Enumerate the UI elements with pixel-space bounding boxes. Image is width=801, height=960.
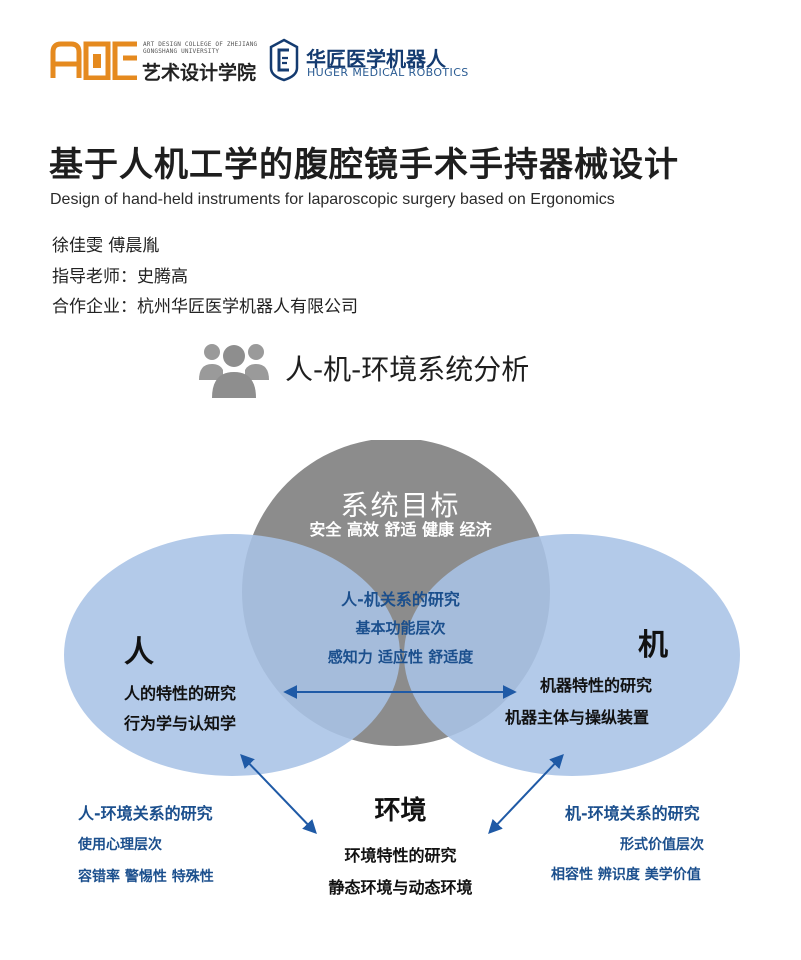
relation-arrows: [240, 685, 564, 835]
adc-logo-icon: [50, 41, 137, 80]
human-machine-line2: 感知力 适应性 舒适度: [327, 648, 474, 666]
huger-logo-icon: [269, 38, 299, 82]
arrow-human-environment: [240, 753, 317, 835]
company-english-name: HUGER MEDICAL ROBOTICS: [307, 66, 469, 79]
human-environment-title: 人-环境关系的研究: [78, 804, 213, 823]
section-title: 人-机-环境系统分析: [285, 353, 530, 386]
environment-line1: 环境特性的研究: [344, 846, 457, 865]
goal-subtitle: 安全 高效 舒适 健康 经济: [309, 520, 492, 539]
college-english-name: ART DESIGN COLLEGE OF ZHEJIANG GONGSHANG…: [143, 41, 258, 55]
machine-line2: 机器主体与操纵装置: [505, 708, 650, 727]
partner-company: 合作企业：杭州华匠医学机器人有限公司: [52, 297, 358, 317]
human-line1: 人的特性的研究: [124, 684, 237, 703]
environment-title: 环境: [374, 796, 427, 826]
page-subtitle-english: Design of hand-held instruments for lapa…: [50, 191, 615, 208]
human-machine-title: 人-机关系的研究: [341, 590, 460, 609]
machine-title: 机: [638, 628, 668, 663]
human-ellipse: [64, 534, 400, 776]
venn-diagram: [64, 440, 740, 776]
company-chinese-name: 华匠医学机器人: [306, 47, 446, 71]
advisor: 指导老师：史腾高: [52, 267, 188, 287]
human-environment-line2: 容错率 警惕性 特殊性: [78, 869, 214, 885]
authors: 徐佳雯 傅晨胤: [52, 236, 160, 256]
college-chinese-name: 艺术设计学院: [142, 62, 257, 84]
page-title: 基于人机工学的腹腔镜手术手持器械设计: [49, 145, 679, 185]
machine-environment-title: 机-环境关系的研究: [565, 804, 700, 823]
machine-ellipse: [404, 534, 740, 776]
people-group-icon: [199, 344, 269, 398]
machine-environment-line2: 相容性 辨识度 美学价值: [551, 867, 701, 883]
environment-line2: 静态环境与动态环境: [328, 878, 473, 897]
machine-environment-line1: 形式价值层次: [620, 837, 704, 853]
machine-line1: 机器特性的研究: [540, 676, 653, 695]
goal-title: 系统目标: [340, 489, 461, 522]
human-machine-line1: 基本功能层次: [355, 619, 446, 637]
human-line2: 行为学与认知学: [124, 714, 237, 733]
arrow-machine-environment: [488, 753, 564, 835]
human-title: 人: [124, 635, 154, 670]
human-environment-line1: 使用心理层次: [78, 837, 162, 853]
